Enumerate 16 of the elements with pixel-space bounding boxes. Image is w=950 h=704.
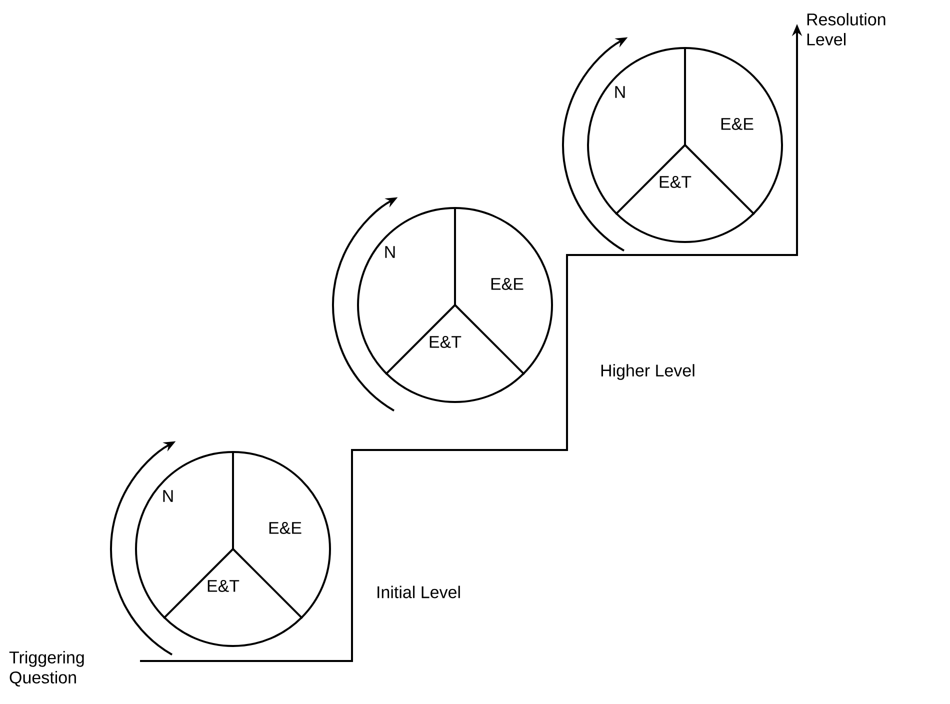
sector-label: N: [385, 246, 395, 258]
divided-circle: [587, 47, 783, 243]
divided-circle: [357, 207, 553, 403]
level-label: Higher Level: [601, 364, 694, 380]
sector-label: N: [615, 86, 625, 98]
sector-label: E&T: [208, 580, 240, 592]
sector-label: E&T: [660, 176, 692, 188]
divided-circle: [135, 451, 331, 647]
sector-label: E&E: [721, 118, 754, 130]
level-label: Triggering Question: [9, 651, 84, 687]
sector-label: E&T: [430, 336, 462, 348]
sector-label: N: [163, 490, 173, 502]
level-label: Resolution Level: [807, 13, 886, 46]
level-label: Initial Level: [378, 586, 460, 598]
sector-label: E&E: [269, 522, 302, 534]
sector-label: E&E: [491, 278, 524, 290]
